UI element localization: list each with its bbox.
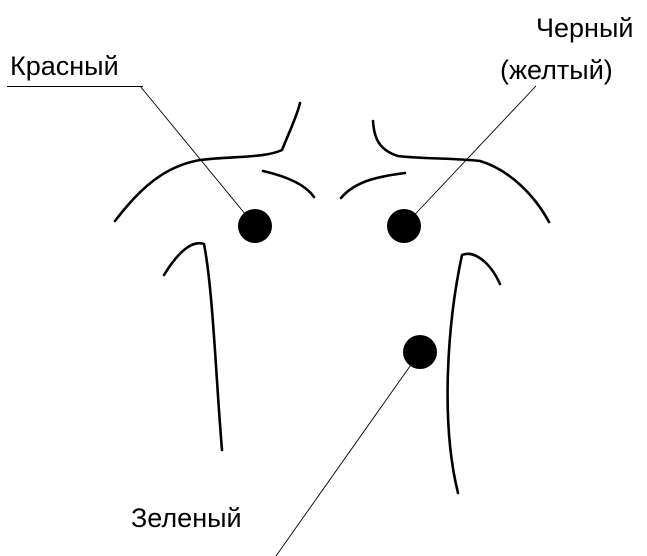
electrode-red: [238, 209, 272, 243]
leader-line-green: [276, 352, 420, 556]
label-red-electrode: Красный: [10, 52, 119, 82]
right-collarbone: [341, 173, 405, 198]
label-black-electrode-alt: (желтый): [500, 56, 613, 86]
left-shoulder-outline: [115, 103, 300, 221]
left-torso-outline: [164, 243, 222, 450]
left-collarbone: [263, 171, 314, 197]
label-black-electrode: Черный: [536, 14, 633, 44]
label-red-underline: [7, 86, 143, 87]
right-torso-outline: [448, 254, 500, 493]
leader-line-black: [404, 86, 536, 226]
label-green-electrode: Зеленый: [131, 504, 242, 534]
right-shoulder-outline: [373, 121, 549, 222]
electrode-black: [387, 209, 421, 243]
electrode-green: [403, 335, 437, 369]
